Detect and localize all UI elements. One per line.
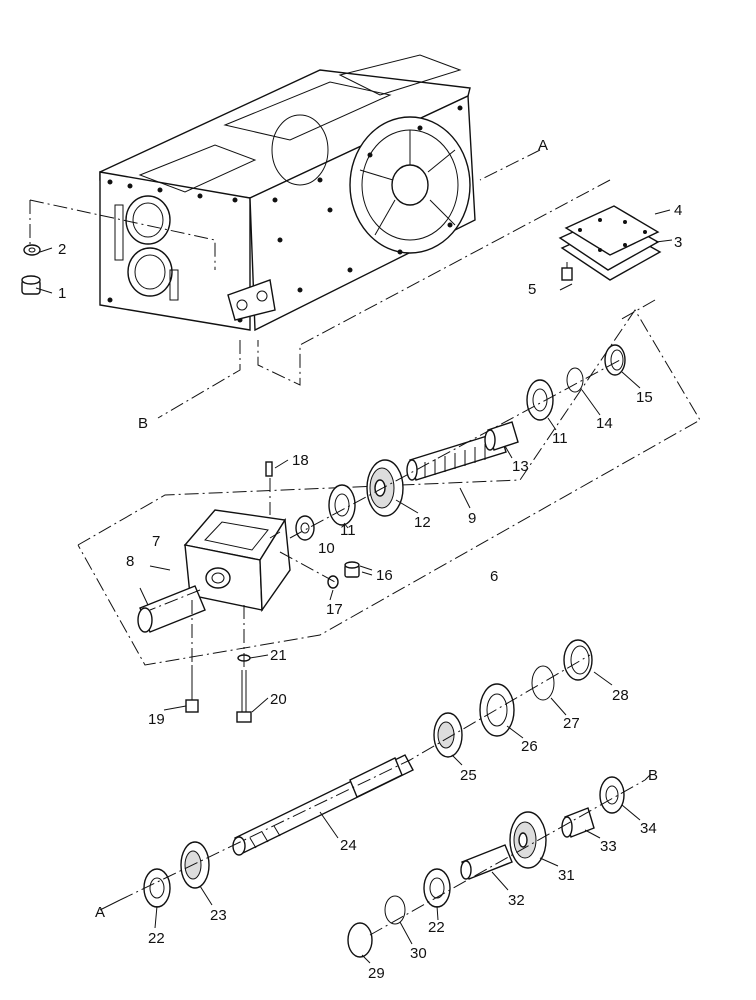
callout-6: 6 bbox=[490, 568, 498, 585]
gear bbox=[180, 841, 210, 889]
label-leaders bbox=[99, 371, 651, 964]
callout-26: 26 bbox=[521, 738, 538, 755]
snap-ring bbox=[531, 665, 555, 701]
sleeve bbox=[137, 585, 206, 633]
reference-a-top: A bbox=[538, 137, 548, 154]
callout-14: 14 bbox=[596, 415, 613, 432]
splined-shaft bbox=[406, 431, 507, 481]
callout-2: 2 bbox=[58, 241, 66, 258]
cover-disc bbox=[347, 922, 373, 958]
long-shaft bbox=[232, 754, 414, 856]
bearing bbox=[423, 868, 451, 908]
bearing bbox=[328, 484, 356, 526]
callout-33: 33 bbox=[600, 838, 617, 855]
bearing bbox=[479, 683, 515, 737]
bushing bbox=[484, 421, 519, 451]
callout-10: 10 bbox=[318, 540, 335, 557]
reference-b-left: B bbox=[138, 415, 148, 432]
callout-3: 3 bbox=[674, 234, 682, 251]
bolt bbox=[561, 262, 573, 281]
reference-b-right: B bbox=[648, 767, 658, 784]
callout-24: 24 bbox=[340, 837, 357, 854]
callout-8: 8 bbox=[126, 553, 134, 570]
callout-7: 7 bbox=[152, 533, 160, 550]
callout-5: 5 bbox=[528, 281, 536, 298]
washer bbox=[295, 515, 315, 541]
callout-23: 23 bbox=[210, 907, 227, 924]
gear bbox=[509, 811, 547, 869]
callout-labels: 1 2 3 4 5 6 7 8 9 10 11 11 12 13 14 15 1… bbox=[58, 137, 682, 982]
callout-29: 29 bbox=[368, 965, 385, 982]
callout-9: 9 bbox=[468, 510, 476, 527]
callout-34: 34 bbox=[640, 820, 657, 837]
callout-18: 18 bbox=[292, 452, 309, 469]
gear bbox=[433, 712, 463, 758]
callout-21: 21 bbox=[270, 647, 287, 664]
reference-a-bottom: A bbox=[95, 904, 105, 921]
dowel-pin bbox=[265, 461, 273, 477]
callout-16: 16 bbox=[376, 567, 393, 584]
bearing-housing bbox=[183, 509, 291, 613]
callout-17: 17 bbox=[326, 601, 343, 618]
callout-22-right: 22 bbox=[428, 919, 445, 936]
callout-15: 15 bbox=[636, 389, 653, 406]
callout-1: 1 bbox=[58, 285, 66, 302]
callout-30: 30 bbox=[410, 945, 427, 962]
bearing bbox=[599, 776, 625, 814]
leader-lines bbox=[29, 149, 673, 936]
callout-4: 4 bbox=[674, 202, 682, 219]
bearing bbox=[143, 868, 171, 908]
snap-ring bbox=[384, 895, 406, 925]
callout-28: 28 bbox=[612, 687, 629, 704]
seal-ring bbox=[604, 344, 626, 376]
transmission-housing bbox=[99, 54, 476, 332]
callout-19: 19 bbox=[148, 711, 165, 728]
callout-11-upper: 11 bbox=[552, 430, 568, 447]
callout-31: 31 bbox=[558, 867, 575, 884]
callout-11-lower: 11 bbox=[340, 522, 356, 539]
callout-20: 20 bbox=[270, 691, 287, 708]
seal-ring bbox=[563, 639, 593, 681]
callout-32: 32 bbox=[508, 892, 525, 909]
bolt bbox=[236, 670, 252, 723]
callout-27: 27 bbox=[563, 715, 580, 732]
drain-plug bbox=[21, 244, 41, 295]
callout-13: 13 bbox=[512, 458, 529, 475]
snap-ring bbox=[566, 367, 584, 393]
washer bbox=[327, 575, 339, 589]
callout-22-left: 22 bbox=[148, 930, 165, 947]
gear bbox=[366, 459, 404, 517]
cover-plate-assembly bbox=[558, 205, 662, 281]
callout-25: 25 bbox=[460, 767, 477, 784]
callout-12: 12 bbox=[414, 514, 431, 531]
subassembly-boundary bbox=[77, 309, 701, 666]
short-shaft bbox=[460, 844, 513, 880]
bearing bbox=[526, 379, 554, 421]
plug bbox=[344, 561, 360, 578]
